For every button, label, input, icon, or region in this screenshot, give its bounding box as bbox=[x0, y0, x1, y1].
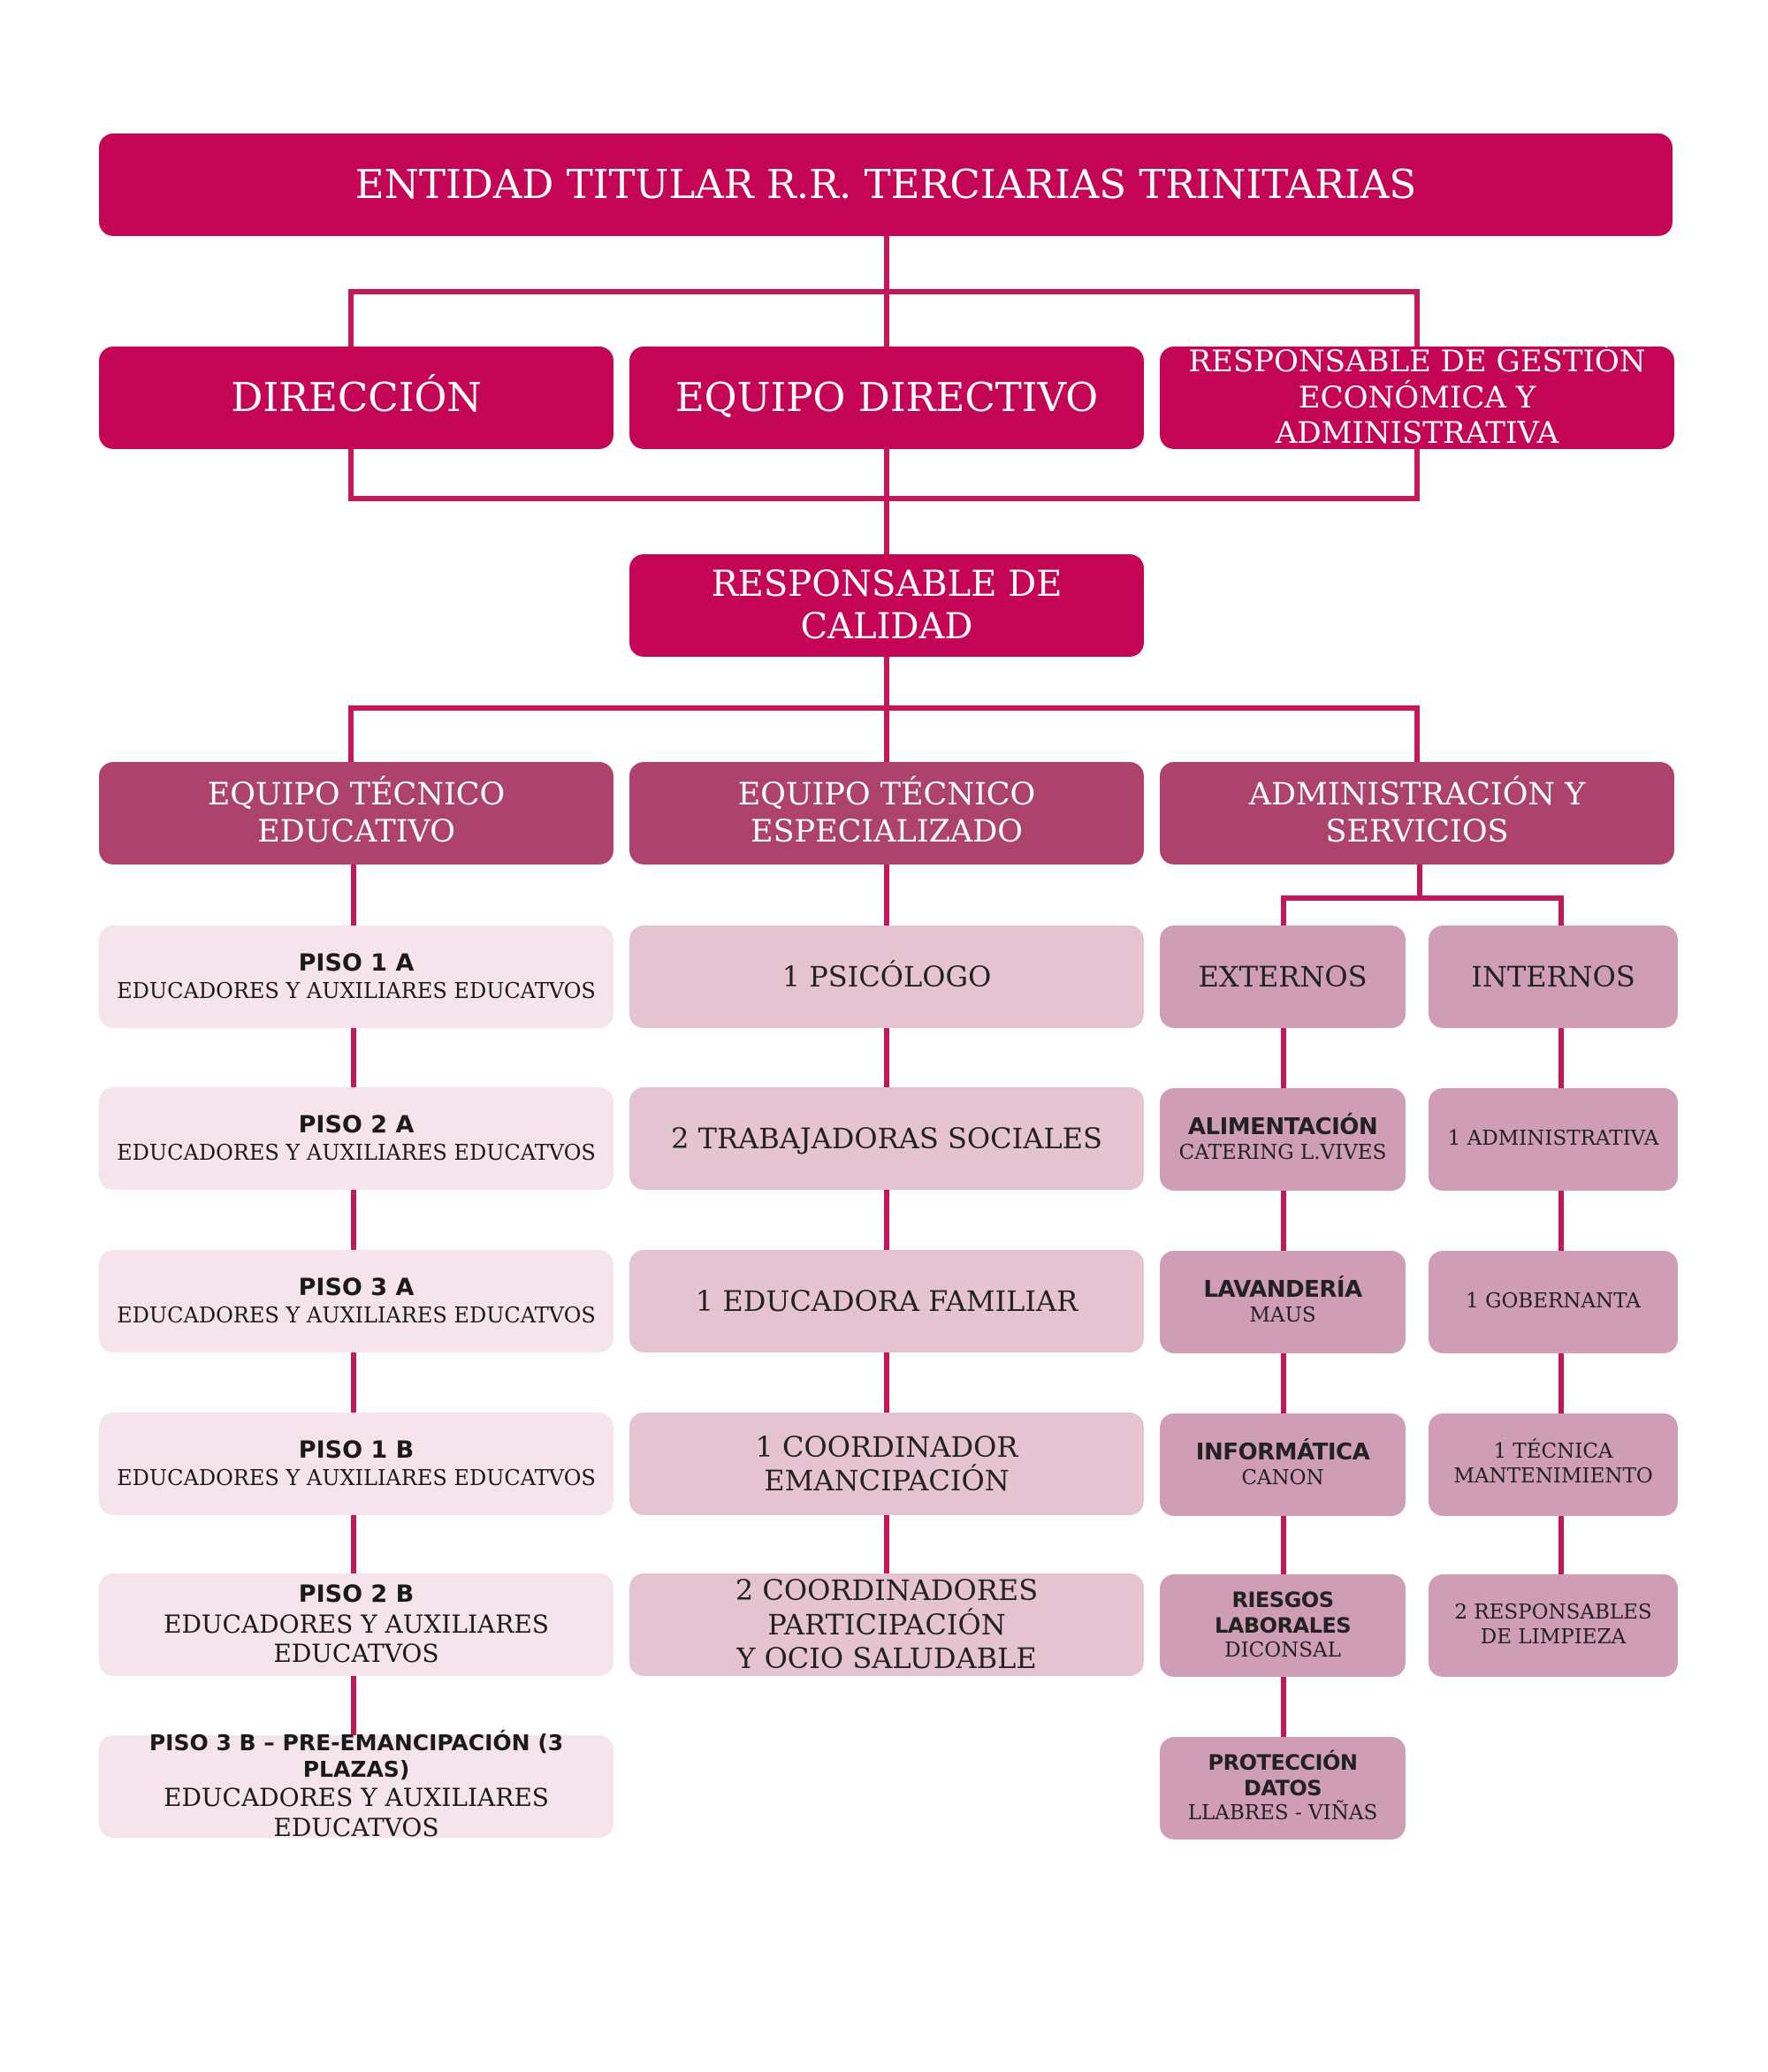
service-provider: MAUS bbox=[1249, 1303, 1316, 1327]
service-provider: DICONSAL bbox=[1224, 1639, 1341, 1662]
equipo-tecnico-especializado-box: EQUIPO TÉCNICO ESPECIALIZADO bbox=[629, 762, 1144, 865]
proteccion-datos-box: PROTECCIÓN DATOS LLABRES - VIÑAS bbox=[1160, 1737, 1406, 1840]
internos-item-line1: 1 GOBERNANTA bbox=[1466, 1290, 1641, 1314]
piso-title: PISO 1 A bbox=[298, 949, 415, 978]
piso-1b-box: PISO 1 B EDUCADORES Y AUXILIARES EDUCATV… bbox=[99, 1413, 613, 1515]
piso-subtitle: EDUCADORES Y AUXILIARES EDUCATVOS bbox=[117, 978, 596, 1003]
gestion-economica-box: RESPONSABLE DE GESTIÓN ECONÓMICA Y ADMIN… bbox=[1160, 343, 1674, 451]
responsable-calidad-box: RESPONSABLE DE CALIDAD bbox=[629, 554, 1144, 657]
connector-line bbox=[348, 289, 1420, 294]
service-title: RIESGOS LABORALES bbox=[1214, 1588, 1352, 1639]
internos-header-label: INTERNOS bbox=[1471, 959, 1635, 994]
direccion-label: DIRECCIÓN bbox=[231, 374, 482, 421]
equipo-directivo-box: EQUIPO DIRECTIVO bbox=[629, 347, 1144, 449]
piso-title: PISO 1 B bbox=[298, 1436, 415, 1465]
piso-2b-box: PISO 2 B EDUCADORES Y AUXILIARES EDUCATV… bbox=[99, 1573, 613, 1676]
piso-subtitle: EDUCADORES Y AUXILIARES EDUCATVOS bbox=[117, 1465, 596, 1490]
connector-line bbox=[1281, 895, 1564, 901]
coordinadores-participacion-box: 2 COORDINADORES PARTICIPACIÓN Y OCIO SAL… bbox=[629, 1573, 1144, 1676]
coordinadores-participacion-line2: Y OCIO SALUDABLE bbox=[736, 1642, 1037, 1676]
service-provider: LLABRES - VIÑAS bbox=[1187, 1802, 1378, 1824]
internos-item-line2: MANTENIMIENTO bbox=[1453, 1465, 1653, 1488]
internos-item-line2: DE LIMPIEZA bbox=[1480, 1626, 1627, 1649]
service-title: LAVANDERÍA bbox=[1203, 1276, 1362, 1303]
informatica-box: INFORMÁTICA CANON bbox=[1160, 1413, 1406, 1516]
internos-item-line1: 1 TÉCNICA bbox=[1493, 1440, 1613, 1464]
service-provider: CANON bbox=[1241, 1466, 1324, 1489]
administracion-servicios-label: ADMINISTRACIÓN Y SERVICIOS bbox=[1248, 777, 1586, 849]
equipo-tecnico-educativo-label: EQUIPO TÉCNICO EDUCATIVO bbox=[207, 777, 506, 849]
gestion-line1: RESPONSABLE DE GESTIÓN bbox=[1188, 343, 1646, 379]
coordinador-emancipacion-label: 1 COORDINADOR EMANCIPACIÓN bbox=[755, 1429, 1018, 1497]
psicologo-box: 1 PSICÓLOGO bbox=[629, 926, 1144, 1028]
entidad-titular-box: ENTIDAD TITULAR R.R. TERCIARIAS TRINITAR… bbox=[99, 133, 1673, 236]
trabajadoras-sociales-box: 2 TRABAJADORAS SOCIALES bbox=[629, 1087, 1144, 1190]
piso-1a-box: PISO 1 A EDUCADORES Y AUXILIARES EDUCATV… bbox=[99, 926, 613, 1028]
psicologo-label: 1 PSICÓLOGO bbox=[781, 959, 992, 994]
responsable-calidad-label: RESPONSABLE DE CALIDAD bbox=[711, 564, 1063, 647]
piso-title: PISO 3 A bbox=[298, 1274, 415, 1302]
coordinador-emancipacion-box: 1 COORDINADOR EMANCIPACIÓN bbox=[629, 1413, 1144, 1515]
connector-line bbox=[348, 705, 1420, 711]
piso-subtitle: EDUCADORES Y AUXILIARES EDUCATVOS bbox=[117, 1139, 596, 1165]
piso-subtitle: EDUCADORES Y AUXILIARES EDUCATVOS bbox=[164, 1609, 549, 1669]
service-title: INFORMÁTICA bbox=[1195, 1438, 1370, 1466]
service-title: PROTECCIÓN DATOS bbox=[1208, 1750, 1358, 1802]
connector-line bbox=[884, 863, 889, 1575]
connector-line bbox=[348, 705, 354, 764]
equipo-tecnico-educativo-box: EQUIPO TÉCNICO EDUCATIVO bbox=[99, 762, 613, 865]
coordinadores-participacion-line1: 2 COORDINADORES PARTICIPACIÓN bbox=[735, 1573, 1039, 1642]
gestion-line2: ECONÓMICA Y ADMINISTRATIVA bbox=[1275, 379, 1559, 452]
piso-2a-box: PISO 2 A EDUCADORES Y AUXILIARES EDUCATV… bbox=[99, 1087, 613, 1190]
piso-3a-box: PISO 3 A EDUCADORES Y AUXILIARES EDUCATV… bbox=[99, 1250, 613, 1352]
piso-3b-box: PISO 3 B – PRE-EMANCIPACIÓN (3 PLAZAS) E… bbox=[99, 1730, 613, 1842]
trabajadoras-sociales-label: 2 TRABAJADORAS SOCIALES bbox=[671, 1121, 1102, 1155]
connector-line bbox=[884, 446, 889, 557]
administracion-servicios-box: ADMINISTRACIÓN Y SERVICIOS bbox=[1160, 762, 1674, 865]
tecnica-mantenimiento-box: 1 TÉCNICA MANTENIMIENTO bbox=[1429, 1413, 1678, 1516]
gobernanta-box: 1 GOBERNANTA bbox=[1429, 1251, 1678, 1353]
lavanderia-box: LAVANDERÍA MAUS bbox=[1160, 1251, 1406, 1353]
piso-subtitle: EDUCADORES Y AUXILIARES EDUCATVOS bbox=[117, 1302, 596, 1328]
piso-title: PISO 2 B bbox=[298, 1581, 415, 1609]
responsables-limpieza-box: 2 RESPONSABLES DE LIMPIEZA bbox=[1429, 1574, 1678, 1677]
equipo-tecnico-especializado-label: EQUIPO TÉCNICO ESPECIALIZADO bbox=[737, 777, 1036, 849]
entidad-titular-label: ENTIDAD TITULAR R.R. TERCIARIAS TRINITAR… bbox=[354, 161, 1417, 208]
service-title: ALIMENTACIÓN bbox=[1187, 1113, 1378, 1140]
riesgos-laborales-box: RIESGOS LABORALES DICONSAL bbox=[1160, 1574, 1406, 1677]
piso-title: PISO 2 A bbox=[298, 1111, 415, 1139]
externos-header-box: EXTERNOS bbox=[1160, 926, 1406, 1028]
service-provider: CATERING L.VIVES bbox=[1178, 1140, 1387, 1164]
internos-item-line1: 2 RESPONSABLES bbox=[1454, 1601, 1652, 1625]
piso-title: PISO 3 B – PRE-EMANCIPACIÓN (3 PLAZAS) bbox=[149, 1730, 564, 1783]
internos-item-line1: 1 ADMINISTRATIVA bbox=[1447, 1127, 1659, 1151]
administrativa-box: 1 ADMINISTRATIVA bbox=[1429, 1088, 1678, 1191]
educadora-familiar-box: 1 EDUCADORA FAMILIAR bbox=[629, 1250, 1144, 1352]
alimentacion-box: ALIMENTACIÓN CATERING L.VIVES bbox=[1160, 1088, 1406, 1191]
educadora-familiar-label: 1 EDUCADORA FAMILIAR bbox=[695, 1284, 1078, 1318]
equipo-directivo-label: EQUIPO DIRECTIVO bbox=[674, 374, 1099, 421]
direccion-box: DIRECCIÓN bbox=[99, 347, 613, 449]
connector-line bbox=[1414, 705, 1420, 764]
piso-subtitle: EDUCADORES Y AUXILIARES EDUCATVOS bbox=[164, 1783, 549, 1842]
internos-header-box: INTERNOS bbox=[1429, 926, 1678, 1028]
connector-line bbox=[1417, 863, 1422, 898]
externos-header-label: EXTERNOS bbox=[1198, 959, 1368, 994]
